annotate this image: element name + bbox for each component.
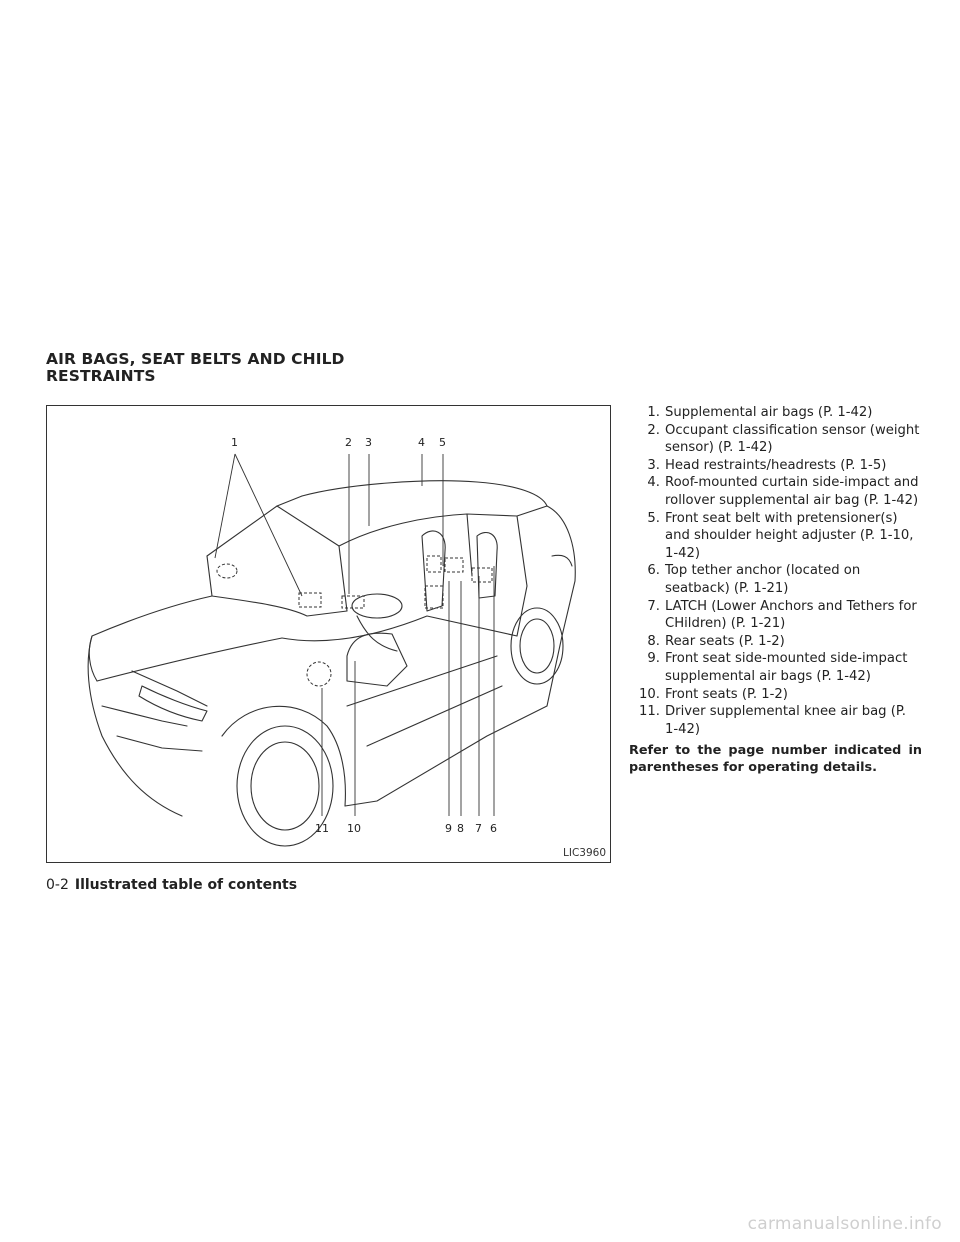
legend-item-10: 10. Front seats (P. 1-2) xyxy=(632,686,922,704)
hood xyxy=(88,595,213,682)
legend-text: Occupant classification sensor (weight s… xyxy=(665,422,920,456)
legend-number: 6. xyxy=(647,563,660,579)
headlight xyxy=(138,685,208,722)
legend-number: 4. xyxy=(647,475,660,491)
legend-item-11: 11. Driver supplemental knee air bag (P.… xyxy=(632,703,922,738)
callout-9: 9 xyxy=(445,822,452,835)
front-wheel xyxy=(236,725,334,847)
legend-number: 5. xyxy=(647,510,660,526)
legend-item-2: 2. Occupant classification sensor (weigh… xyxy=(632,422,922,457)
legend-text: Supplemental air bags (P. 1-42) xyxy=(665,405,873,420)
legend-text: Top tether anchor (located on seatback) … xyxy=(665,563,861,596)
steering-wheel xyxy=(351,593,403,619)
roof-line xyxy=(301,480,548,507)
section-title: AIR BAGS, SEAT BELTS AND CHILD RESTRAINT… xyxy=(46,351,446,385)
legend-text: Driver supplemental knee air bag (P. 1-4… xyxy=(665,704,906,737)
callout-11: 11 xyxy=(315,822,329,835)
legend-number: 8. xyxy=(647,633,660,649)
legend-text: Roof-mounted curtain side-impact and rol… xyxy=(665,475,919,508)
legend-item-5: 5. Front seat belt with pretensioner(s) … xyxy=(632,510,922,563)
legend-text: Rear seats (P. 1-2) xyxy=(665,633,785,649)
legend-text: Front seat belt with pretensioner(s) and… xyxy=(665,510,914,561)
front-seat xyxy=(346,632,408,687)
legend-item-6: 6. Top tether anchor (located on seatbac… xyxy=(632,562,922,597)
legend-number: 10. xyxy=(639,686,660,702)
callout-6: 6 xyxy=(490,822,497,835)
callout-5: 5 xyxy=(439,436,446,449)
callout-10: 10 xyxy=(347,822,361,835)
legend-item-3: 3. Head restraints/headrests (P. 1-5) xyxy=(632,457,922,475)
callout-1: 1 xyxy=(231,436,238,449)
legend-text: Front seats (P. 1-2) xyxy=(665,686,788,702)
callout-8: 8 xyxy=(457,822,464,835)
vehicle-drawing: 1 2 3 4 5 11 10 9 8 7 6 xyxy=(87,436,576,847)
page-number: 0-2 xyxy=(46,877,69,893)
legend-text: LATCH (Lower Anchors and Tethers for CHi… xyxy=(665,598,917,632)
legend-item-9: 9. Front seat side-mounted side-impact s… xyxy=(632,650,922,685)
callout-3: 3 xyxy=(365,436,372,449)
legend-number: 11. xyxy=(639,704,660,720)
section-title-line-2: RESTRAINTS xyxy=(46,367,156,385)
legend-number: 2. xyxy=(647,422,660,438)
legend-number: 1. xyxy=(647,405,660,420)
legend-number: 9. xyxy=(647,651,660,667)
watermark: carmanualsonline.info xyxy=(747,1214,942,1234)
vehicle-illustration: 1 2 3 4 5 11 10 9 8 7 6 LIC3960 xyxy=(46,405,611,863)
legend-item-4: 4. Roof-mounted curtain side-impact and … xyxy=(632,474,922,509)
legend-item-1: 1. Supplemental air bags (P. 1-42) xyxy=(632,404,922,422)
legend-number: 7. xyxy=(647,598,660,614)
figure-code: LIC3960 xyxy=(563,847,606,859)
legend-note: Refer to the page number indicated in pa… xyxy=(629,743,922,776)
rear-seat xyxy=(476,532,498,599)
legend-list: 1. Supplemental air bags (P. 1-42) 2. Oc… xyxy=(629,404,922,776)
front-bumper xyxy=(87,635,183,817)
section-title-line-1: AIR BAGS, SEAT BELTS AND CHILD xyxy=(46,350,345,368)
callout-2: 2 xyxy=(345,436,352,449)
page-footer: 0-2 Illustrated table of contents xyxy=(46,877,297,893)
legend-item-7: 7. LATCH (Lower Anchors and Tethers for … xyxy=(632,598,922,633)
legend-text: Head restraints/headrests (P. 1-5) xyxy=(665,457,887,473)
legend-item-8: 8. Rear seats (P. 1-2) xyxy=(632,633,922,651)
legend-text: Front seat side-mounted side-impact supp… xyxy=(665,651,908,684)
callout-7: 7 xyxy=(475,822,482,835)
legend-number: 3. xyxy=(647,457,660,473)
callout-4: 4 xyxy=(418,436,425,449)
footer-title: Illustrated table of contents xyxy=(74,877,298,893)
rear-wheel xyxy=(510,607,564,685)
